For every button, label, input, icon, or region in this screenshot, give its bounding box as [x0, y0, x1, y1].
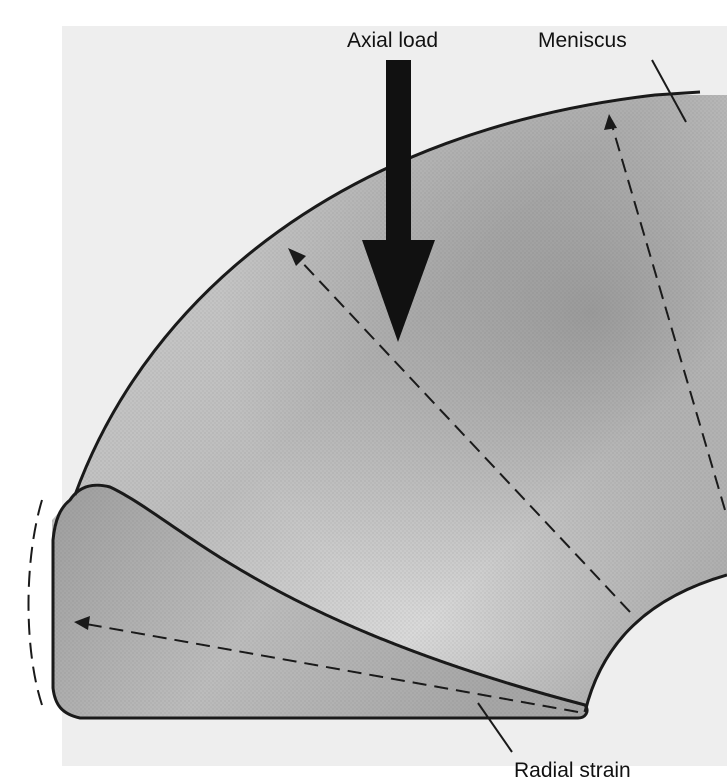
axial-load-arrow-shaft: [386, 60, 411, 250]
meniscus-label: Meniscus: [538, 30, 627, 51]
left-dashed-bracket: [29, 500, 43, 705]
radial-strain-label: Radial strain: [514, 760, 631, 781]
axial-load-label: Axial load: [347, 30, 438, 51]
